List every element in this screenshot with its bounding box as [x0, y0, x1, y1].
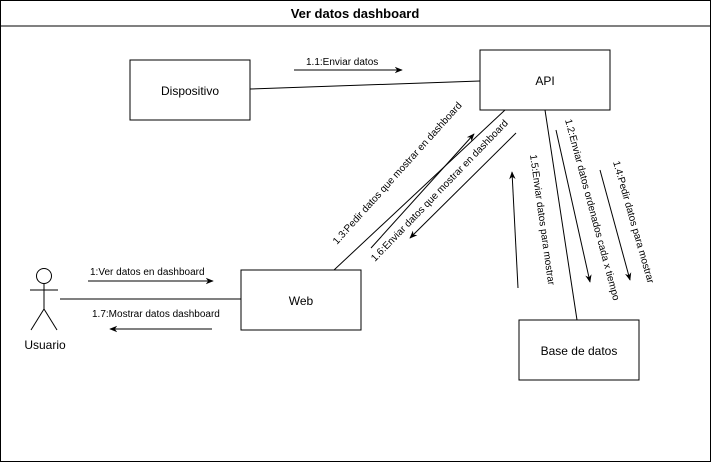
node-web [240, 269, 362, 331]
node-dispositivo-label: Dispositivo [161, 84, 219, 98]
msg-1-5-arrow [509, 171, 519, 289]
msg-1-7-label: 1.7:Mostrar datos dashboard [92, 309, 220, 320]
actor-usuario-icon [30, 268, 58, 331]
node-base-de-datos [518, 319, 640, 381]
msg-1-1-label: 1.1:Enviar datos [306, 57, 378, 68]
msg-1-3-arrow [370, 133, 475, 249]
node-dispositivo [129, 59, 251, 121]
diagram-title: Ver datos dashboard [291, 6, 420, 21]
link-api-basedatos [544, 109, 578, 321]
link-api-web [333, 109, 506, 271]
node-web-label: Web [289, 294, 314, 308]
msg-1-4-arrow [599, 169, 632, 281]
msg-1-6-arrow [409, 132, 517, 239]
node-api-label: API [535, 74, 554, 88]
msg-1-label: 1:Ver datos en dashboard [90, 267, 205, 278]
msg-1-2-arrow [555, 129, 592, 283]
node-api [479, 49, 611, 111]
node-base-de-datos-label: Base de datos [541, 344, 618, 358]
actor-usuario-label: Usuario [24, 338, 66, 352]
link-dispositivo-api [249, 80, 481, 90]
